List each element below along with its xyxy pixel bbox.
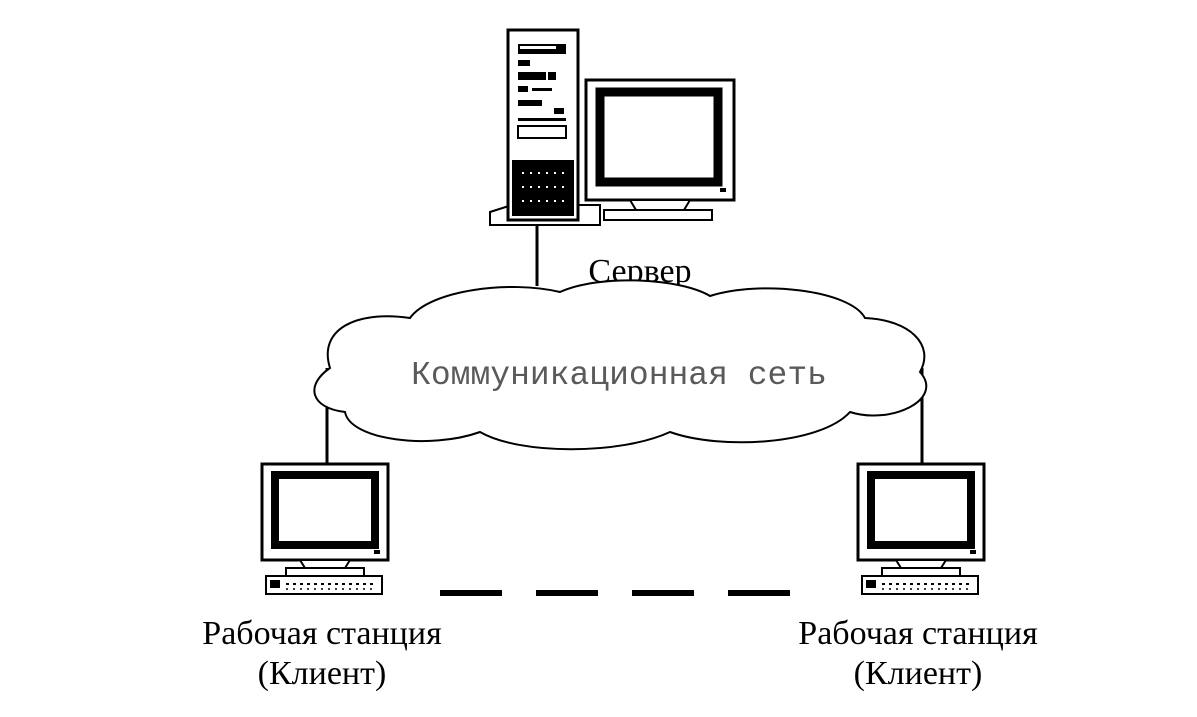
cloud-shape xyxy=(313,279,928,451)
workstation-label-line1: Рабочая станция xyxy=(798,615,1038,652)
network-label: Коммуникационная сеть xyxy=(411,357,827,394)
network-cloud: Коммуникационная сеть xyxy=(313,279,928,451)
workstation-label-line2: (Клиент) xyxy=(854,655,983,692)
workstation-monitor-icon xyxy=(260,462,390,577)
server-node: Сервер xyxy=(489,28,736,290)
workstation-right: Рабочая станция (Клиент) xyxy=(798,462,1038,692)
workstation-monitor-icon xyxy=(856,462,986,577)
dash-mark xyxy=(728,590,790,596)
server-tower-icon xyxy=(489,28,601,226)
more-clients-dashes xyxy=(440,590,790,596)
workstation-label-line2: (Клиент) xyxy=(258,655,387,692)
workstation-label-line1: Рабочая станция xyxy=(202,615,442,652)
server-monitor-icon xyxy=(584,78,736,221)
workstation-keyboard-icon xyxy=(265,575,383,595)
dash-mark xyxy=(536,590,598,596)
dash-mark xyxy=(440,590,502,596)
dash-mark xyxy=(632,590,694,596)
workstation-keyboard-icon xyxy=(861,575,979,595)
workstation-left: Рабочая станция (Клиент) xyxy=(202,462,442,692)
